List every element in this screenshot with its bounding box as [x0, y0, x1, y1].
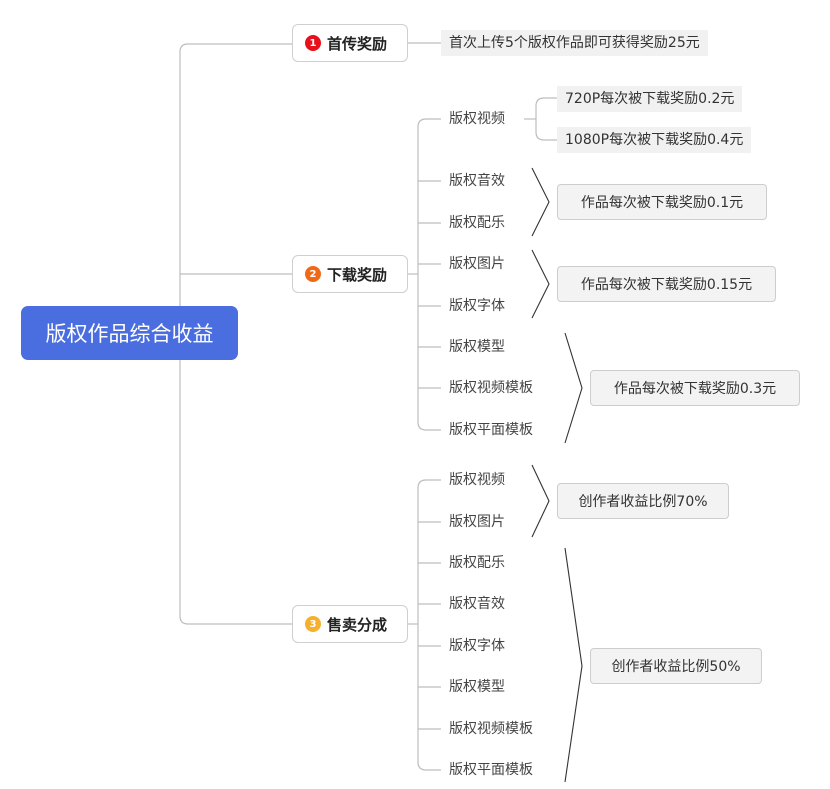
first-upload-note: 首次上传5个版权作品即可获得奖励25元 [441, 30, 708, 56]
download-summary-box: 作品每次被下载奖励0.15元 [557, 266, 776, 302]
sales-summary-box: 创作者收益比例50% [590, 648, 762, 684]
download-summary-box: 作品每次被下载奖励0.1元 [557, 184, 767, 220]
sales-item: 版权图片 [449, 514, 505, 530]
download-item: 版权字体 [449, 298, 505, 314]
branch-sales[interactable]: 3 售卖分成 [292, 605, 408, 643]
number-badge-2: 2 [305, 266, 321, 282]
sales-item: 版权平面模板 [449, 762, 533, 778]
download-item: 版权模型 [449, 339, 505, 355]
branch-download[interactable]: 2 下载奖励 [292, 255, 408, 293]
sales-item: 版权视频模板 [449, 721, 533, 737]
number-badge-3: 3 [305, 616, 321, 632]
branch-first-upload[interactable]: 1 首传奖励 [292, 24, 408, 62]
branch-label: 下载奖励 [327, 265, 388, 284]
video-reward-1080p: 1080P每次被下载奖励0.4元 [557, 127, 752, 153]
video-reward-720p: 720P每次被下载奖励0.2元 [557, 86, 743, 112]
sales-item: 版权音效 [449, 596, 505, 612]
download-item: 版权视频模板 [449, 380, 533, 396]
download-item: 版权音效 [449, 173, 505, 189]
sales-summary-box: 创作者收益比例70% [557, 483, 729, 519]
branch-label: 售卖分成 [327, 615, 388, 634]
root-node[interactable]: 版权作品综合收益 [21, 306, 238, 360]
number-badge-1: 1 [305, 35, 321, 51]
sales-item: 版权视频 [449, 472, 505, 488]
download-item: 版权图片 [449, 256, 505, 272]
sales-item: 版权配乐 [449, 555, 505, 571]
download-item: 版权视频 [449, 111, 505, 127]
download-item: 版权平面模板 [449, 422, 533, 438]
branch-label: 首传奖励 [327, 34, 388, 53]
download-item: 版权配乐 [449, 215, 505, 231]
sales-item: 版权模型 [449, 679, 505, 695]
download-summary-box: 作品每次被下载奖励0.3元 [590, 370, 800, 406]
sales-item: 版权字体 [449, 638, 505, 654]
